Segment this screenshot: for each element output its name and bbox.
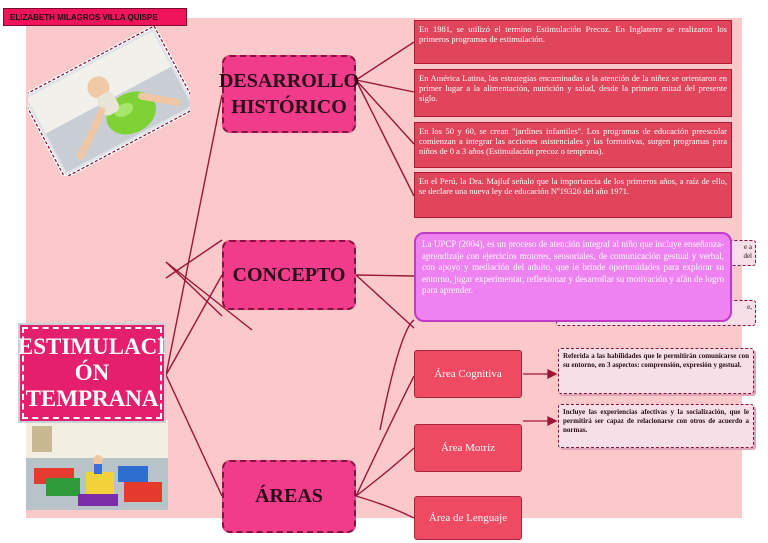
main-title-line-3: TEMPRANA [25,386,159,411]
historico-item: En América Latina, las estrategias encam… [414,69,732,117]
branch-historico-line-1: DESARROLLO [218,70,360,92]
historico-item: En el Perú, la Dra. Majluf señalo que la… [414,172,732,218]
main-topic-node: ESTIMULACI ÓN TEMPRANA [18,323,166,423]
area-label: Área Motriz [440,442,496,454]
area-cognitiva-node: Área Cognitiva [414,350,522,398]
branch-areas: ÁREAS [222,460,356,533]
concepto-definition: La UPCP (2004), es un proceso de atenció… [414,232,732,322]
branch-concepto: CONCEPTO [222,240,356,310]
historico-item: En 1981, se utilizó el termino Estimulac… [414,20,732,64]
historico-item: En los 50 y 60, se crean "jardines infan… [414,122,732,168]
area-label: Área Cognitiva [434,368,502,380]
branch-historico-line-2: HISTÓRICO [231,96,347,118]
author-label: ELIZABETH MILAGROS VILLA QUISPE [3,8,187,26]
main-title-line-2: ÓN [74,360,110,385]
area-motriz-description: Incluye las experiencias afectivas y la … [558,404,754,448]
hidden-fragment: e a [744,243,752,251]
baby-on-ball-photo [28,26,190,176]
hidden-fragment: del [743,252,752,260]
branch-concepto-label: CONCEPTO [232,263,346,286]
playroom-photo [26,420,168,510]
area-cognitiva-description: Referida a las habilidades que le permit… [558,348,754,394]
area-motriz-node: Área Motriz [414,424,522,472]
hidden-fragment: e, [747,303,752,311]
area-lenguaje-node: Área de Lenguaje [414,496,522,540]
area-label: Área de Lenguaje [428,512,508,524]
main-title-line-1: ESTIMULACI [17,334,167,359]
branch-desarrollo-historico: DESARROLLO HISTÓRICO [218,55,360,133]
branch-areas-label: ÁREAS [255,485,323,507]
